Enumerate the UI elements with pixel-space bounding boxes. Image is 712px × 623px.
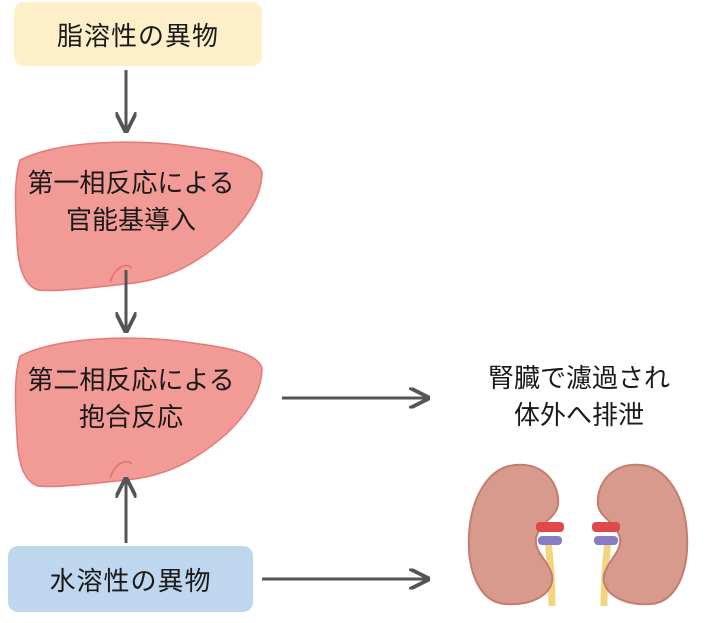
phase2-line1: 第二相反応による (27, 366, 235, 396)
lipid-soluble-label: 脂溶性の異物 (56, 21, 219, 52)
phase2-label: 第二相反応による 抱合反応 (0, 363, 262, 437)
excretion-line2: 体外へ排泄 (513, 401, 644, 431)
excretion-line1: 腎臓で濾過され (487, 364, 670, 394)
water-soluble-label: 水溶性の異物 (49, 566, 212, 597)
liver-icon (14, 141, 263, 292)
liver-icon (14, 337, 263, 488)
water-soluble-box: 水溶性の異物 (8, 546, 253, 612)
phase2-line2: 抱合反応 (78, 403, 183, 433)
lipid-soluble-box: 脂溶性の異物 (14, 2, 262, 66)
phase1-label: 第一相反応による 官能基導入 (0, 166, 262, 240)
phase1-line2: 官能基導入 (65, 206, 196, 236)
phase1-line1: 第一相反応による (27, 169, 235, 199)
kidney-left-icon (467, 463, 564, 607)
kidney-right-icon (592, 463, 689, 607)
excretion-label: 腎臓で濾過され 体外へ排泄 (448, 361, 710, 435)
